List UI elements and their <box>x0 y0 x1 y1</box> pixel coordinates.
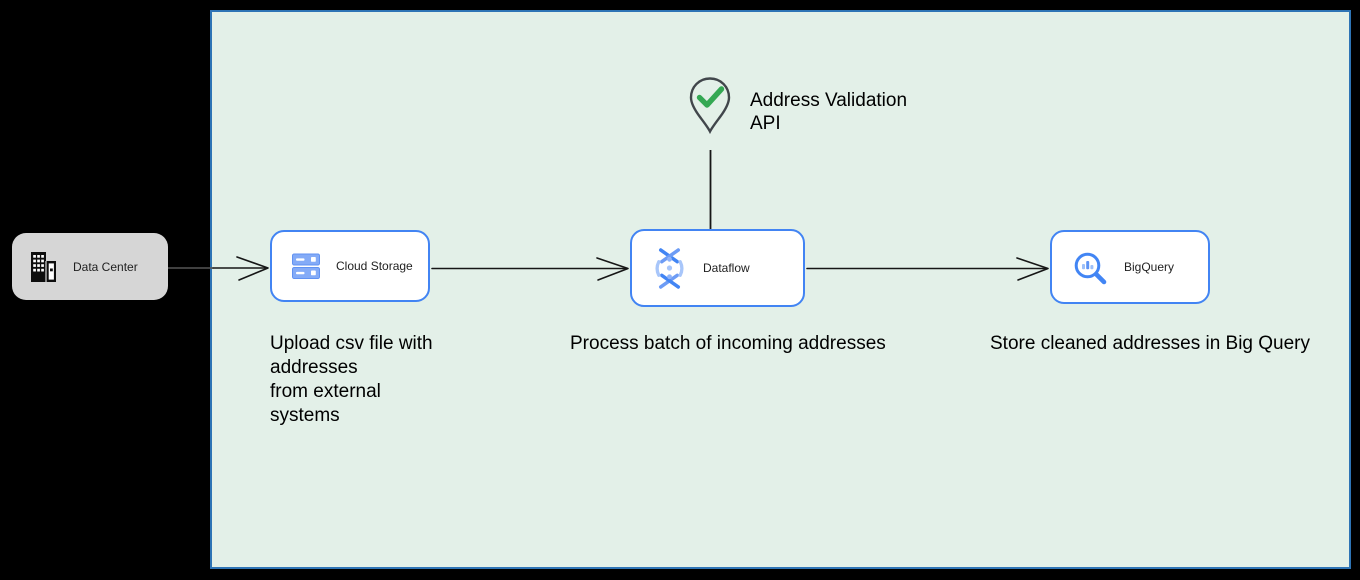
node-bigquery: BigQuery <box>1050 230 1210 304</box>
node-cloud-storage-label: Cloud Storage <box>336 259 413 273</box>
cloud-storage-icon <box>292 253 320 280</box>
node-dataflow-label: Dataflow <box>703 261 750 275</box>
caption-store-cleaned: Store cleaned addresses in Big Query <box>990 333 1311 354</box>
node-bigquery-label: BigQuery <box>1124 260 1175 274</box>
bigquery-icon <box>1072 250 1108 285</box>
caption-process-batch: Process batch of incoming addresses <box>570 333 886 354</box>
caption-upload-csv: Upload csv file with addresses from exte… <box>270 333 433 426</box>
node-cloud-storage: Cloud Storage <box>270 230 430 302</box>
node-dataflow: Dataflow <box>630 229 805 307</box>
building-icon <box>29 251 57 283</box>
node-data-center: Data Center <box>12 233 168 300</box>
annotation-address-validation-api: Address Validation API <box>750 90 908 134</box>
node-data-center-label: Data Center <box>73 259 138 274</box>
dataflow-icon <box>652 247 687 290</box>
map-pin-check-icon <box>687 76 733 136</box>
